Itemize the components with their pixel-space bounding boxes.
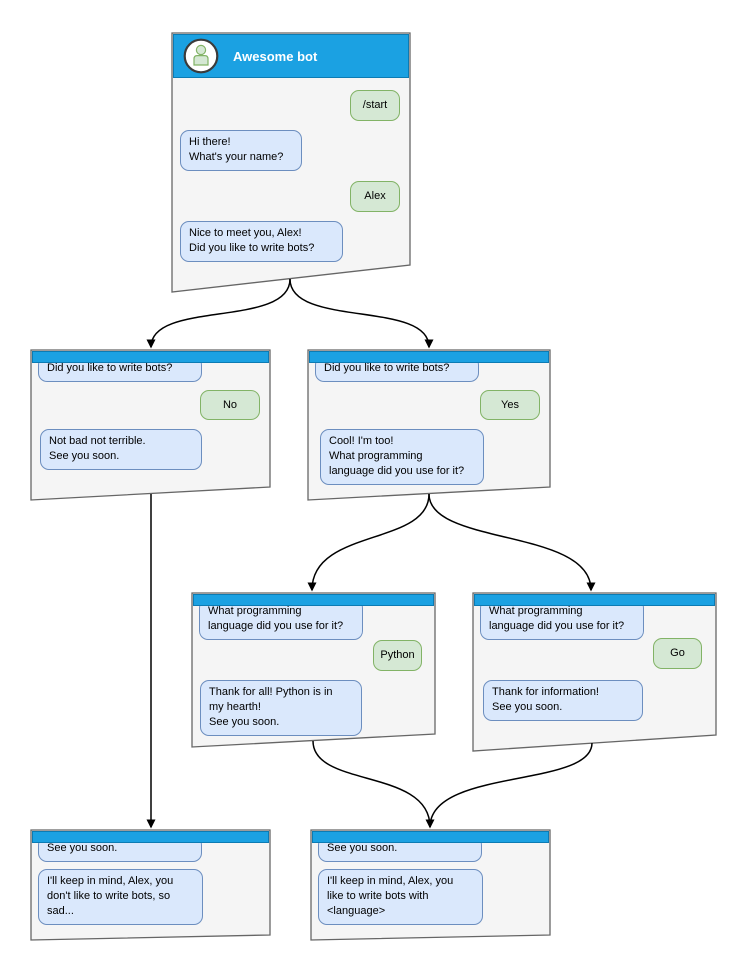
edge-go-to-end [429,742,593,828]
user-message-bubble: Alex [350,181,400,212]
edge-main-to-no [146,278,291,349]
user-message-bubble: No [200,390,260,420]
window-header-main: Awesome bot [173,34,409,78]
user-message-bubble: /start [350,90,400,121]
bot-message-bubble: I'll keep in mind, Alex, you don't like … [38,869,203,925]
user-message-bubble: Go [653,638,702,669]
bot-message-bubble: Thank for all! Python is in my hearth! S… [200,680,362,736]
window-header-end-yes [312,831,549,843]
window-header-end-no [32,831,269,843]
chat-window-end-yes: See you soon. I'll keep in mind, Alex, y… [311,830,550,940]
edge-main-to-yes [289,278,434,349]
chat-window-branch-python: What programming language did you use fo… [192,593,435,747]
chat-window-branch-go: What programming language did you use fo… [473,593,716,751]
bot-message-bubble: Cool! I'm too! What programming language… [320,429,484,485]
user-message-bubble: Python [373,640,422,671]
chat-window-end-no: See you soon. I'll keep in mind, Alex, y… [31,830,270,940]
bot-message-bubble: Thank for information! See you soon. [483,680,643,721]
chat-window-branch-no: Did you like to write bots? No Not bad n… [31,350,270,500]
person-icon [183,38,219,74]
window-header-branch-python [193,594,434,606]
edge-python-to-end [312,740,435,829]
chat-window-branch-yes: Did you like to write bots? Yes Cool! I'… [308,350,550,500]
bot-message-bubble: I'll keep in mind, Alex, you like to wri… [318,869,483,925]
chat-window-main: Awesome bot /start Hi there! What's your… [172,33,410,293]
bot-message-bubble: Not bad not terrible. See you soon. [40,429,202,470]
window-header-branch-no [32,351,269,363]
bot-message-bubble: Hi there! What's your name? [180,130,302,171]
user-message-bubble: Yes [480,390,540,420]
edge-yes-to-python [307,493,430,592]
bot-title: Awesome bot [233,48,318,64]
window-header-branch-yes [309,351,549,363]
window-header-branch-go [474,594,715,606]
bot-message-bubble: Nice to meet you, Alex! Did you like to … [180,221,343,262]
edge-yes-to-go [428,493,596,592]
